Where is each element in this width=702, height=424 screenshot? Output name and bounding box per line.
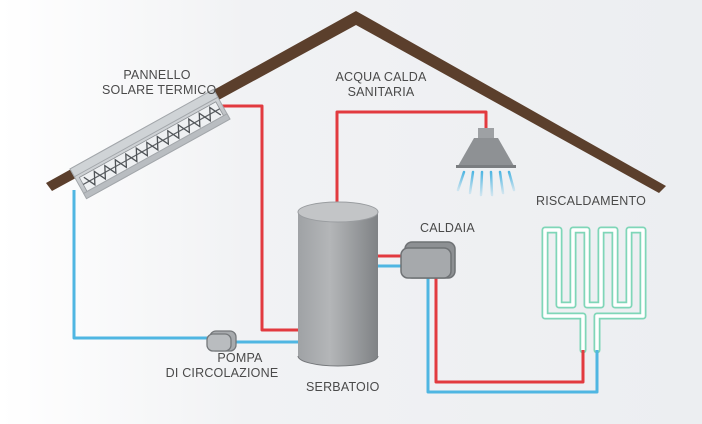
heating-label: RISCALDAMENTO — [536, 194, 647, 208]
solar-flow-pipe — [218, 104, 302, 332]
boiler-icon — [400, 241, 456, 279]
pump-icon — [206, 330, 237, 352]
solar-panel-icon — [69, 88, 231, 200]
tank-label: SERBATOIO — [306, 380, 380, 394]
boiler-label: CALDAIA — [420, 221, 475, 235]
pump-label: POMPA DI CIRCOLAZIONE — [162, 351, 282, 381]
hot-water-label: ACQUA CALDA SANITARIA — [326, 70, 436, 100]
cold-pipes — [72, 190, 599, 394]
solar-panel-label-line-2: SOLARE TERMICO — [102, 83, 217, 97]
solar-panel-label-line-1: PANNELLO — [123, 68, 191, 82]
shower-head-icon — [456, 128, 516, 197]
pump-label-line-2: DI CIRCOLAZIONE — [165, 366, 279, 380]
boiler-return-pipe — [426, 278, 599, 394]
hot-pipes — [218, 104, 585, 384]
hot-water-label-line-2: SANITARIA — [347, 85, 415, 99]
solar-panel-label: PANNELLO SOLARE TERMICO — [102, 68, 217, 98]
boiler-flow-pipe — [434, 278, 585, 384]
hot-water-label-line-1: ACQUA CALDA — [335, 70, 427, 84]
solar-return-pipe — [72, 190, 212, 340]
tank-icon — [297, 201, 379, 367]
pump-label-line-1: POMPA — [217, 351, 263, 365]
hot-water-pipe — [335, 110, 488, 210]
